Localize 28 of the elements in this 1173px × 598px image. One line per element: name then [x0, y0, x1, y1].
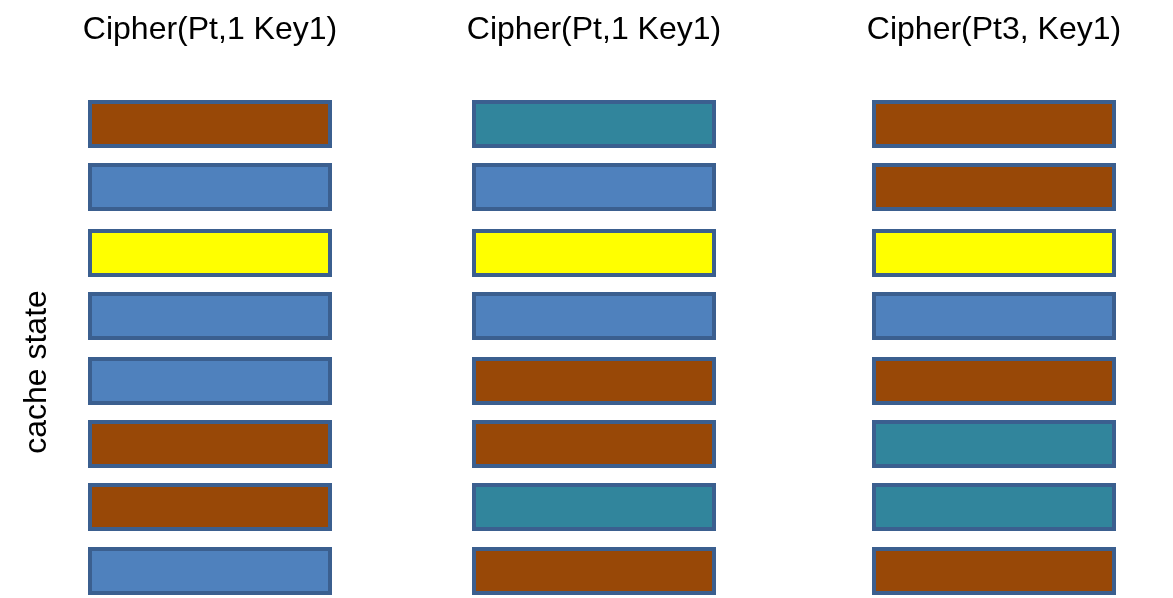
column-heading: Cipher(Pt,1 Key1)	[82, 9, 338, 48]
cache-line-bar	[88, 357, 332, 405]
cache-line-bar	[88, 420, 332, 468]
cache-line-bar	[872, 420, 1116, 468]
cache-line-bar	[88, 100, 332, 148]
cache-line-bar	[472, 483, 716, 531]
cache-line-bar	[88, 483, 332, 531]
cache-line-bar	[472, 357, 716, 405]
cache-line-bar	[88, 163, 332, 211]
cache-line-bar	[872, 547, 1116, 595]
cache-line-bar	[472, 100, 716, 148]
cache-line-bar	[88, 547, 332, 595]
cache-line-bar	[472, 163, 716, 211]
cache-line-bar	[472, 547, 716, 595]
cache-line-bar	[872, 100, 1116, 148]
cache-line-bar	[472, 292, 716, 340]
cache-line-bar	[88, 229, 332, 277]
cache-line-bar	[872, 357, 1116, 405]
cache-line-bar	[472, 229, 716, 277]
cache-line-bar	[472, 420, 716, 468]
column-heading: Cipher(Pt3, Key1)	[866, 9, 1122, 48]
cache-line-bar	[872, 229, 1116, 277]
column-heading: Cipher(Pt,1 Key1)	[466, 9, 722, 48]
cache-line-bar	[88, 292, 332, 340]
cache-line-bar	[872, 483, 1116, 531]
cache-line-bar	[872, 292, 1116, 340]
axis-label: cache state	[16, 289, 54, 456]
cache-line-bar	[872, 163, 1116, 211]
